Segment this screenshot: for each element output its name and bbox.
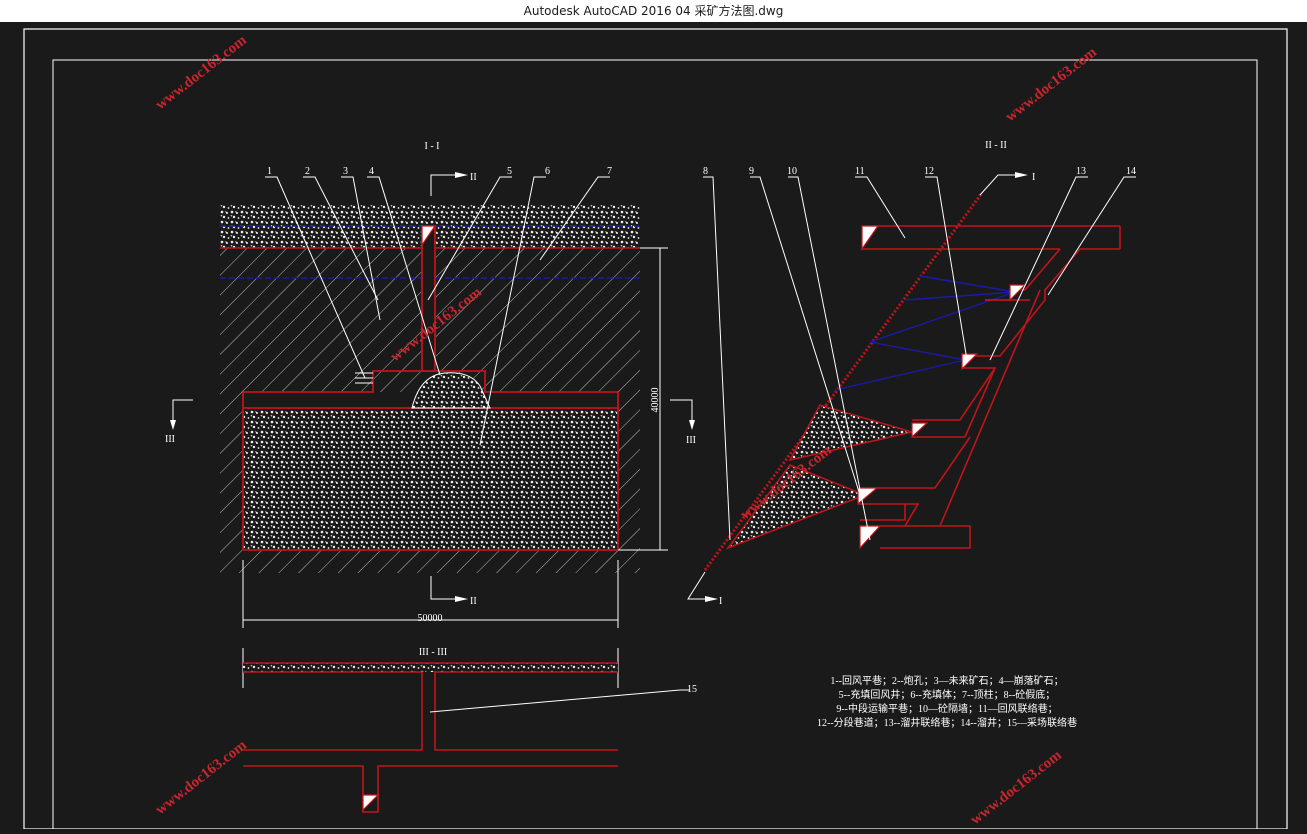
callout-1: 1 [267,166,272,177]
callout-7: 7 [607,166,612,177]
backfill-block [243,408,618,550]
broken-ore-pile [411,372,491,409]
watermark-1: www.doc163.com [153,32,251,113]
callout-labels-1: 1 2 3 4 5 6 7 [267,166,612,177]
outer-border [23,28,1288,830]
callout-15: 15 [687,684,697,695]
watermark-5: www.doc163.com [153,737,251,818]
section-2-title: II - II [985,140,1007,151]
width-dimension: 50000 [418,613,443,624]
section-3-3: III - III 15 [242,647,697,813]
section-1-1: I - I 40000 50000 [165,141,696,628]
legend-line-2: 5--充填回风井；6--充填体；7--顶柱；8--砼假底； [839,688,1056,701]
callout-13: 13 [1076,166,1086,177]
callout-4: 4 [369,166,374,177]
callout-8: 8 [703,166,708,177]
section-1-title: I - I [425,141,440,152]
cut-mark-2-top: II [470,172,477,183]
cut-mark-1-top: I [1032,172,1035,183]
cut-mark-1-bottom: I [719,596,722,607]
callout-2: 2 [305,166,310,177]
legend: 1--回风平巷；2--炮孔；3—未来矿石；4—崩落矿石； 5--充填回风井；6-… [817,674,1077,729]
section-3-title: III - III [419,647,447,658]
legend-line-4: 12--分段巷道；13--溜井联络巷；14--溜井；15—采场联络巷 [817,716,1077,729]
callout-10: 10 [787,166,797,177]
cut-mark-3-right: III [686,435,696,446]
legend-line-1: 1--回风平巷；2--炮孔；3—未来矿石；4—崩落矿石； [830,674,1063,687]
window-title: Autodesk AutoCAD 2016 04 采矿方法图.dwg [523,4,784,18]
callout-12: 12 [924,166,934,177]
watermark-2: www.doc163.com [1003,44,1101,125]
callout-3: 3 [343,166,348,177]
section-2-2: II - II [687,140,1121,607]
window-title-bar: Autodesk AutoCAD 2016 04 采矿方法图.dwg [0,0,1307,22]
cad-viewport[interactable]: I - I 40000 50000 [0,22,1307,830]
callout-14: 14 [1126,166,1136,177]
cut-mark-2-bottom: II [470,596,477,607]
callout-11: 11 [855,166,865,177]
callout-5: 5 [507,166,512,177]
callout-6: 6 [545,166,550,177]
cut-mark-3-left: III [165,434,175,445]
callout-labels-2: 8 9 10 11 12 13 14 [703,166,1136,177]
callout-9: 9 [749,166,754,177]
height-dimension: 40000 [650,388,661,413]
callout-lines-2 [703,176,1136,541]
drawing-canvas[interactable]: I - I 40000 50000 [0,22,1307,830]
watermark-6: www.doc163.com [968,747,1066,828]
legend-line-3: 9--中段运输平巷；10—砼隔墙；11—回风联络巷； [836,702,1057,715]
callout-lines-1 [265,176,610,446]
